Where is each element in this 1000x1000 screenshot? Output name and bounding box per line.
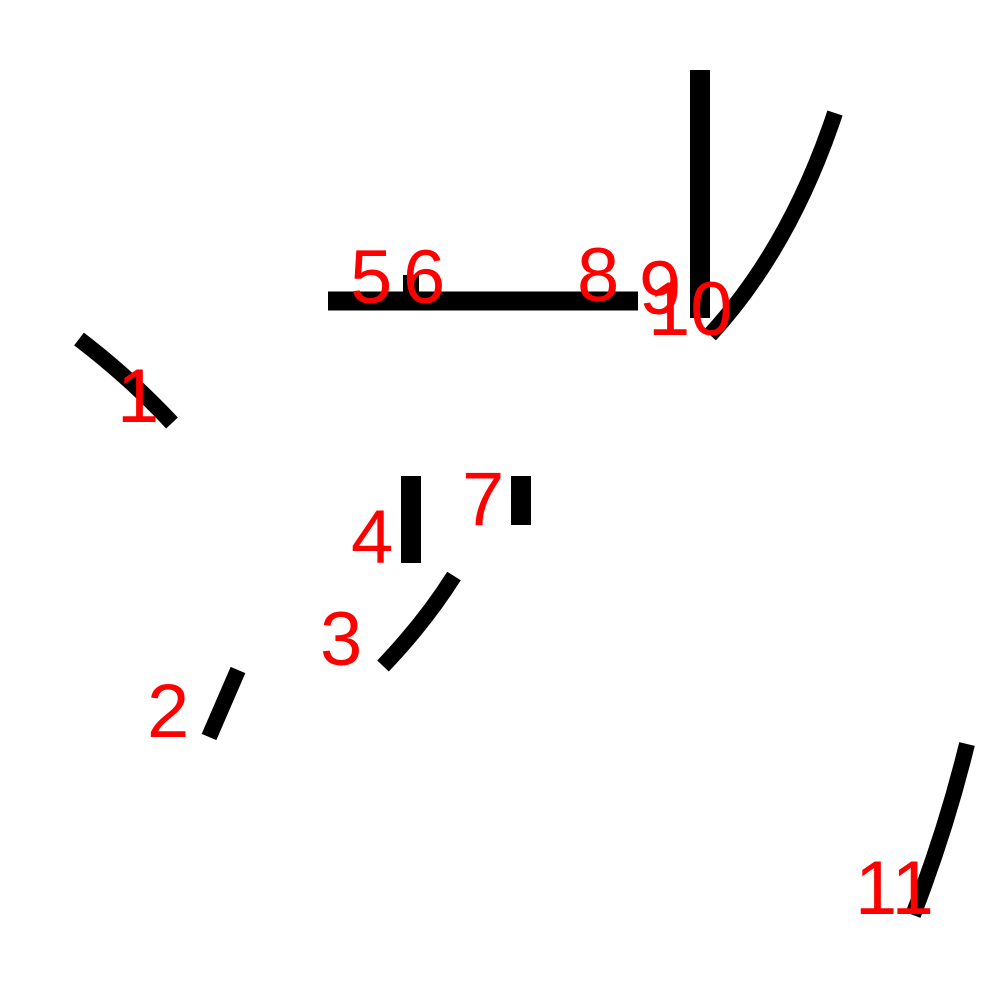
label-2: 2 [147,669,189,754]
label-7: 7 [462,457,504,542]
label-10: 10 [648,267,733,352]
strokes [74,70,975,918]
stroke-2 [201,666,246,741]
label-9: 9 [639,246,681,331]
label-6: 6 [403,235,445,320]
label-4: 4 [351,495,393,580]
label-11: 11 [855,846,934,931]
stroke-1 [74,332,178,429]
label-1: 1 [117,354,159,439]
stroke-labels: 1 2 3 4 5 6 7 8 9 10 11 [117,233,934,931]
stroke-11 [905,742,975,918]
label-5: 5 [350,235,392,320]
label-3: 3 [320,597,362,682]
stroke-10 [704,110,843,341]
stroke-3 [377,571,461,672]
label-8: 8 [577,233,619,318]
